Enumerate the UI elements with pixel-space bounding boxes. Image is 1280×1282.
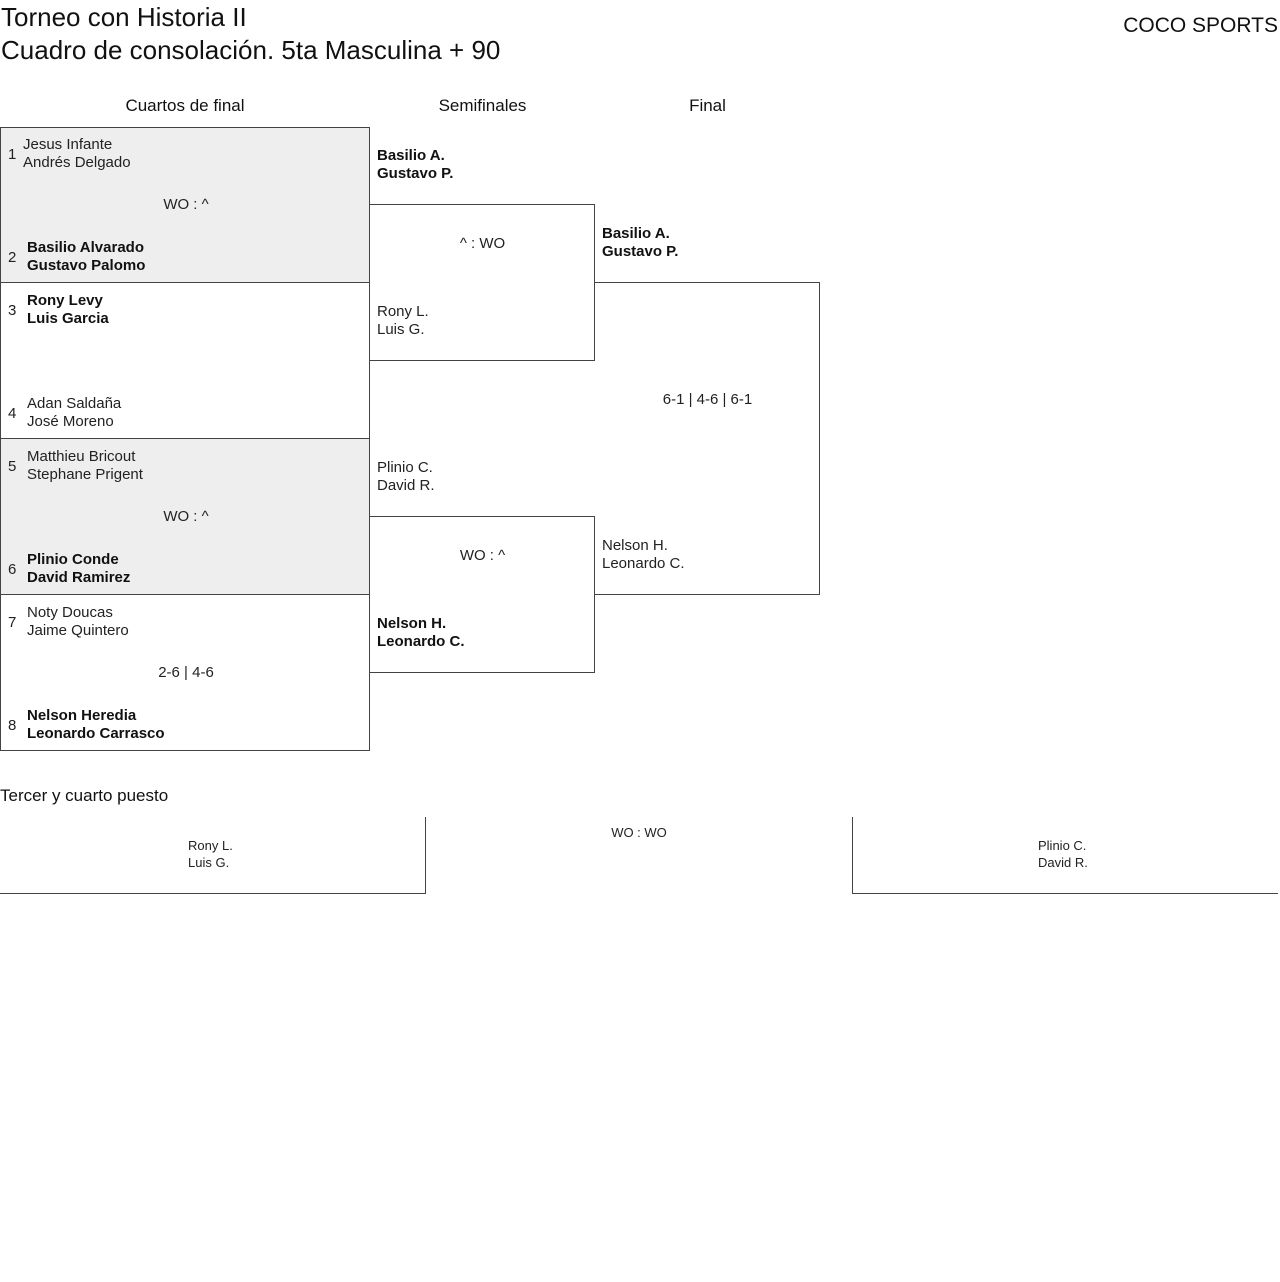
player-name: Gustavo P. <box>602 243 679 260</box>
sf1-bottom-pair: Rony L. Luis G. <box>377 303 429 339</box>
player-name: Matthieu Bricout <box>27 448 136 465</box>
player-name: Jaime Quintero <box>27 622 129 639</box>
player-name: Plinio C. <box>377 459 433 476</box>
player-name: Nelson Heredia <box>27 707 137 724</box>
semifinal-2-score: WO : ^ <box>459 547 506 564</box>
seed-number: 4 <box>8 405 17 422</box>
qf4-top-entry: 7 Noty Doucas Jaime Quintero <box>1 603 367 643</box>
seed-number: 3 <box>8 302 17 319</box>
team-names: Rony Levy Luis Garcia <box>27 292 109 328</box>
player-name: Jesus Infante <box>23 136 113 153</box>
player-name: Rony L. <box>188 838 233 853</box>
sf1-top-pair: Basilio A. Gustavo P. <box>377 147 453 183</box>
player-name: Basilio A. <box>377 147 445 164</box>
player-name: Luis G. <box>377 321 425 338</box>
player-name: Nelson H. <box>377 615 447 632</box>
player-name: Nelson H. <box>602 537 668 554</box>
third-place-score: WO : WO <box>611 825 667 840</box>
qf1-bottom-entry: 2 Basilio Alvarado Gustavo Palomo <box>1 238 367 278</box>
player-name: Noty Doucas <box>27 604 113 621</box>
team-names: Rony L. Luis G. <box>188 837 233 871</box>
final-connector <box>594 282 820 595</box>
qf3-top-entry: 5 Matthieu Bricout Stephane Prigent <box>1 447 367 487</box>
player-name: Adan Saldaña <box>27 395 122 412</box>
player-name: Plinio C. <box>1038 838 1087 853</box>
player-name: Rony L. <box>377 303 429 320</box>
qf3-bottom-entry: 6 Plinio Conde David Ramirez <box>1 550 367 590</box>
player-name: Rony Levy <box>27 292 103 309</box>
match-score: WO : ^ <box>163 196 209 213</box>
player-name: Gustavo Palomo <box>27 257 146 274</box>
seed-number: 1 <box>8 146 17 163</box>
player-name: Leonardo C. <box>377 633 465 650</box>
final-top-pair: Basilio A. Gustavo P. <box>602 225 678 261</box>
player-name: Basilio Alvarado <box>27 239 144 256</box>
player-name: Gustavo P. <box>377 165 454 182</box>
seed-number: 2 <box>8 249 17 266</box>
player-name: David R. <box>1038 855 1088 870</box>
round-header-quarterfinals: Cuartos de final <box>125 96 245 115</box>
final-score: 6-1 | 4-6 | 6-1 <box>662 391 753 408</box>
team-names: Jesus Infante Andrés Delgado <box>23 136 131 172</box>
team-names: Noty Doucas Jaime Quintero <box>27 604 129 640</box>
qf2-bottom-entry: 4 Adan Saldaña José Moreno <box>1 394 367 434</box>
player-name: Luis G. <box>188 855 230 870</box>
semifinal-1-score: ^ : WO <box>459 235 506 252</box>
player-name: Luis Garcia <box>27 310 109 327</box>
player-name: David Ramirez <box>27 569 131 586</box>
third-place-title: Tercer y cuarto puesto <box>0 786 169 805</box>
player-name: Leonardo Carrasco <box>27 725 165 742</box>
round-header-final: Final <box>689 96 726 115</box>
team-names: Basilio Alvarado Gustavo Palomo <box>27 239 145 275</box>
team-names: Plinio C. David R. <box>1038 837 1088 871</box>
sf2-top-pair: Plinio C. David R. <box>377 459 435 495</box>
round-header-semifinals: Semifinales <box>438 96 527 115</box>
quarterfinal-match-2: 3 Rony Levy Luis Garcia 4 Adan Saldaña J… <box>0 282 370 439</box>
brand-name: COCO SPORTS <box>1123 14 1278 37</box>
seed-number: 8 <box>8 717 17 734</box>
player-name: Leonardo C. <box>602 555 685 572</box>
quarterfinal-match-3: 5 Matthieu Bricout Stephane Prigent WO :… <box>0 438 370 595</box>
player-name: Andrés Delgado <box>23 154 131 171</box>
player-name: David R. <box>377 477 435 494</box>
draw-subtitle: Cuadro de consolación. 5ta Masculina + 9… <box>1 35 501 65</box>
player-name: Stephane Prigent <box>27 466 143 483</box>
third-place-left-slot: Rony L. Luis G. <box>0 817 426 894</box>
quarterfinal-match-4: 7 Noty Doucas Jaime Quintero 2-6 | 4-6 8… <box>0 594 370 751</box>
final-bottom-pair: Nelson H. Leonardo C. <box>602 537 685 573</box>
player-name: José Moreno <box>27 413 114 430</box>
seed-number: 6 <box>8 561 17 578</box>
seed-number: 5 <box>8 458 17 475</box>
seed-number: 7 <box>8 614 17 631</box>
match-score: 2-6 | 4-6 <box>158 664 214 681</box>
qf2-top-entry: 3 Rony Levy Luis Garcia <box>1 291 367 331</box>
quarterfinal-match-1: 1 Jesus Infante Andrés Delgado WO : ^ 2 … <box>0 127 370 284</box>
qf1-top-entry: 1 Jesus Infante Andrés Delgado <box>1 135 367 175</box>
match-score: WO : ^ <box>163 508 209 525</box>
third-place-right-slot: Plinio C. David R. <box>852 817 1278 894</box>
tournament-title: Torneo con Historia II <box>1 2 247 32</box>
team-names: Adan Saldaña José Moreno <box>27 395 121 431</box>
team-names: Nelson Heredia Leonardo Carrasco <box>27 707 165 743</box>
qf4-bottom-entry: 8 Nelson Heredia Leonardo Carrasco <box>1 706 367 746</box>
player-name: Basilio A. <box>602 225 670 242</box>
player-name: Plinio Conde <box>27 551 119 568</box>
team-names: Matthieu Bricout Stephane Prigent <box>27 448 143 484</box>
sf2-bottom-pair: Nelson H. Leonardo C. <box>377 615 465 651</box>
team-names: Plinio Conde David Ramirez <box>27 551 130 587</box>
